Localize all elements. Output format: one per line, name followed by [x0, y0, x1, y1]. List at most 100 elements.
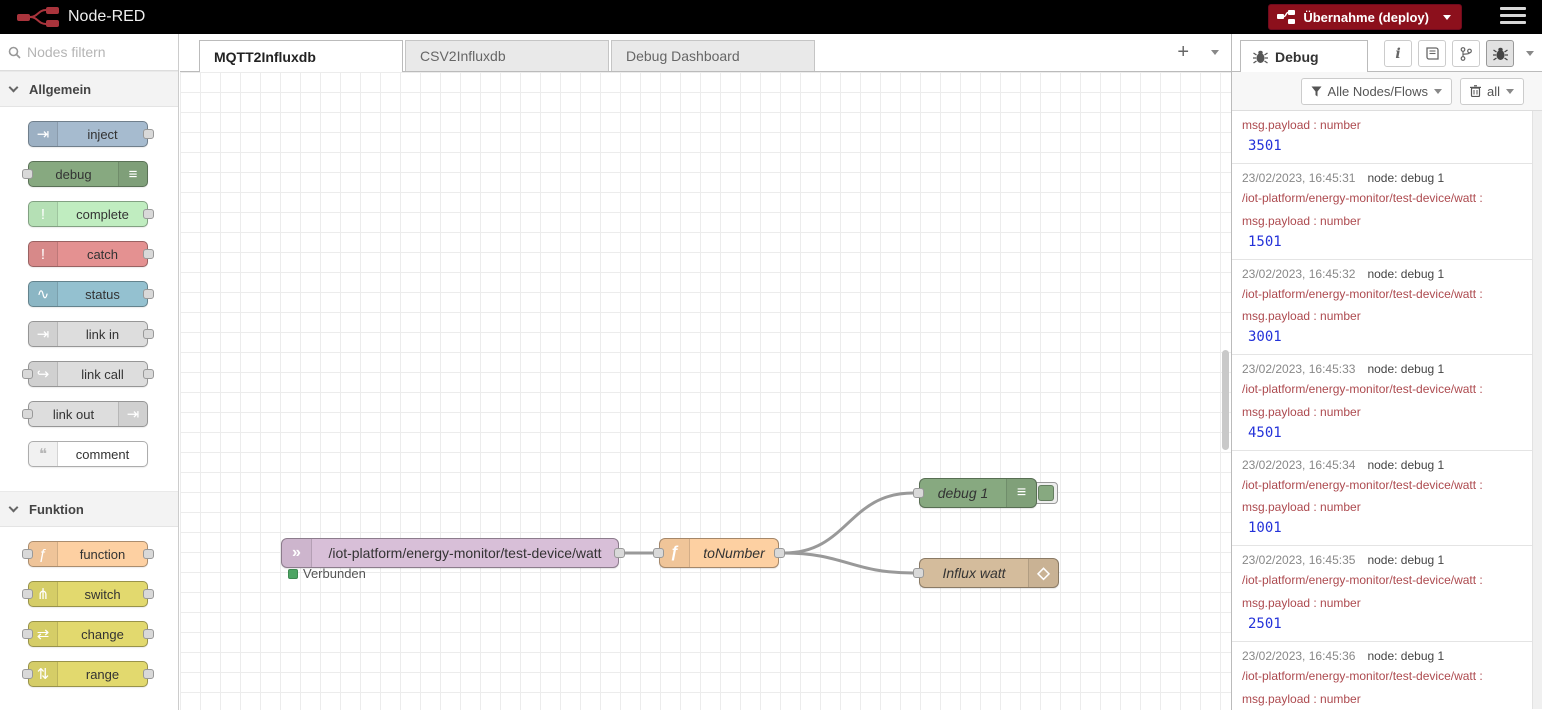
flow-list-caret-icon[interactable]: [1211, 49, 1219, 55]
debug-message-list[interactable]: msg.payload : number 3501 23/02/2023, 16…: [1232, 111, 1542, 709]
debug-scrollbar[interactable]: [1532, 111, 1542, 709]
flow-node-debug[interactable]: ≡ debug 1: [913, 478, 1037, 508]
inject-arrow-icon: ⇥: [29, 122, 58, 146]
debug-message-value[interactable]: 3501: [1248, 138, 1282, 154]
status-connected-dot: [288, 568, 298, 579]
palette-search[interactable]: [0, 34, 178, 71]
palette-node-link-out[interactable]: ⇥ link out: [22, 401, 148, 427]
debug-message-value[interactable]: 3001: [1248, 329, 1282, 346]
palette-node-label: link out: [52, 406, 95, 422]
palette-node-complete[interactable]: ! complete: [28, 201, 154, 227]
flow-node-influxdb-out[interactable]: ◇ Influx watt: [913, 558, 1059, 588]
debug-message-topic: /iot-platform/energy-monitor/test-device…: [1242, 477, 1483, 492]
palette-node-function[interactable]: ƒ function: [22, 541, 154, 567]
palette-node-comment[interactable]: ❝ comment: [28, 441, 148, 467]
debug-clear-button[interactable]: all: [1459, 77, 1524, 105]
flow-node-label: debug 1: [937, 485, 989, 501]
output-port: [143, 289, 154, 299]
sidebar-menu-caret-icon[interactable]: [1526, 51, 1534, 56]
wire[interactable]: [782, 491, 915, 555]
exclamation-icon: !: [29, 242, 58, 266]
flow-node-label: toNumber: [703, 545, 765, 561]
info-tab-button[interactable]: i: [1384, 40, 1412, 67]
flow-canvas[interactable]: » /iot-platform/energy-monitor/test-devi…: [180, 72, 1231, 710]
flow-tab-mqtt2influxdb[interactable]: MQTT2Influxdb: [199, 40, 403, 72]
chevron-down-icon: [8, 502, 19, 513]
debug-message-value[interactable]: 2501: [1248, 615, 1282, 632]
output-port: [143, 329, 154, 339]
debug-message[interactable]: msg.payload : number 3501: [1232, 111, 1542, 164]
deploy-caret-icon[interactable]: [1443, 14, 1451, 20]
debug-message-meta: msg.payload : number: [1242, 118, 1361, 132]
palette-node-label: status: [85, 286, 120, 302]
palette-node-link-call[interactable]: ↪ link call: [22, 361, 154, 387]
wire[interactable]: [782, 551, 915, 575]
palette-category-funktion[interactable]: Funktion: [0, 491, 178, 527]
node-palette: Allgemein ⇥ inject ≡ debug ! complete ! …: [0, 34, 179, 710]
debug-message-meta: msg.payload : number: [1242, 309, 1361, 324]
palette-category-allgemein[interactable]: Allgemein: [0, 71, 178, 107]
palette-sections: Allgemein ⇥ inject ≡ debug ! complete ! …: [0, 71, 178, 710]
palette-node-switch[interactable]: ⋔ switch: [22, 581, 154, 607]
palette-node-status[interactable]: ∿ status: [28, 281, 154, 307]
deploy-button[interactable]: Übernahme (deploy): [1268, 4, 1462, 30]
palette-node-label: inject: [87, 126, 118, 142]
palette-node-range[interactable]: ⇅ range: [22, 661, 154, 687]
book-icon: [1426, 47, 1439, 60]
debug-message-value[interactable]: 1501: [1248, 233, 1282, 250]
input-port[interactable]: [913, 568, 924, 578]
add-flow-button[interactable]: +: [1177, 41, 1189, 63]
palette-node-list: ƒ function ⋔ switch ⇄ change ⇅ range: [0, 527, 178, 710]
input-port[interactable]: [653, 548, 664, 558]
trash-icon: [1469, 85, 1481, 97]
debug-message-meta: msg.payload : number: [1242, 595, 1361, 610]
sidebar-tab-bar: Debug i: [1232, 34, 1542, 72]
debug-message-value[interactable]: 4501: [1248, 424, 1282, 441]
tab-debug[interactable]: Debug: [1240, 40, 1368, 72]
output-port[interactable]: [614, 548, 625, 558]
flow-node-function[interactable]: ƒ toNumber: [653, 538, 785, 568]
debug-message-value[interactable]: 1001: [1248, 520, 1282, 537]
palette-node-label: change: [81, 626, 124, 642]
flow-tab-debug dashboard[interactable]: Debug Dashboard: [611, 40, 815, 71]
mqtt-node-status: Verbunden: [288, 566, 366, 581]
comment-bubble-icon: ❝: [29, 442, 58, 466]
canvas-vertical-scrollbar[interactable]: [1222, 350, 1229, 450]
debug-message-meta: msg.payload : number: [1242, 404, 1361, 419]
palette-node-catch[interactable]: ! catch: [28, 241, 154, 267]
output-port: [143, 369, 154, 379]
debug-tab-button[interactable]: [1486, 40, 1514, 67]
main-menu-button[interactable]: [1500, 7, 1526, 27]
mqtt-signal-icon: »: [282, 539, 312, 567]
flow-node-mqtt-in[interactable]: » /iot-platform/energy-monitor/test-devi…: [281, 538, 625, 568]
flow-tab-csv2influxdb[interactable]: CSV2Influxdb: [405, 40, 609, 71]
influxdb-hexagon-icon: ◇: [1028, 559, 1058, 587]
palette-node-link-in[interactable]: ⇥ link in: [28, 321, 154, 347]
change-swap-icon: ⇄: [29, 622, 58, 646]
version-control-tab-button[interactable]: [1452, 40, 1480, 67]
help-tab-button[interactable]: [1418, 40, 1446, 67]
palette-node-label: complete: [76, 206, 129, 222]
palette-node-inject[interactable]: ⇥ inject: [28, 121, 154, 147]
debug-clear-label: all: [1486, 83, 1500, 99]
palette-category-label: Funktion: [29, 501, 84, 517]
input-port: [22, 549, 33, 559]
debug-message-topic: /iot-platform/energy-monitor/test-device…: [1242, 191, 1483, 205]
output-port[interactable]: [774, 548, 785, 558]
debug-filter-button[interactable]: Alle Nodes/Flows: [1300, 77, 1452, 105]
input-port[interactable]: [913, 488, 924, 498]
output-port: [143, 129, 154, 139]
palette-node-debug[interactable]: ≡ debug: [22, 161, 148, 187]
palette-node-change[interactable]: ⇄ change: [22, 621, 154, 647]
deploy-label: Übernahme (deploy): [1303, 9, 1429, 25]
palette-search-input[interactable]: [27, 44, 157, 60]
